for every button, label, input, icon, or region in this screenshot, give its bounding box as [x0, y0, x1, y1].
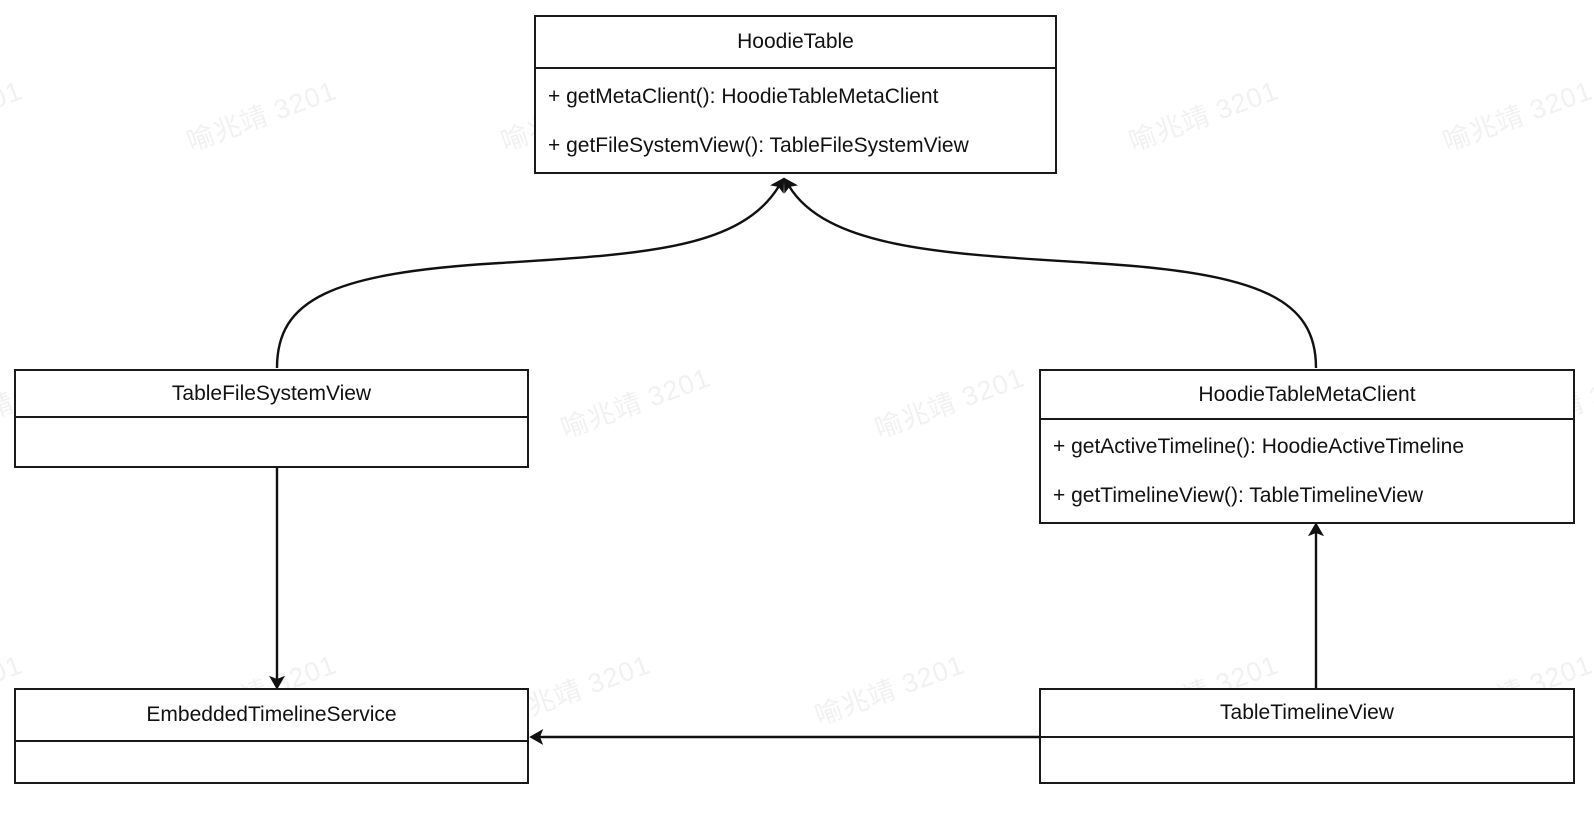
uml-class-hoodie-table[interactable]: HoodieTable + getMetaClient(): HoodieTab…	[534, 15, 1057, 174]
watermark-text: 喻兆靖 3201	[1439, 75, 1594, 158]
class-member: + getTimelineView(): TableTimelineView	[1053, 484, 1424, 507]
class-members-hoodie-table-meta-client: + getActiveTimeline(): HoodieActiveTimel…	[1041, 420, 1573, 522]
watermark-text: 喻兆靖 3201	[557, 362, 715, 445]
class-name-hoodie-table: HoodieTable	[536, 17, 1055, 69]
class-member: + getFileSystemView(): TableFileSystemVi…	[548, 133, 969, 157]
class-members-embedded-timeline-service	[16, 742, 527, 782]
edge-htmc-to-hoodie-table	[783, 177, 1318, 369]
uml-class-hoodie-table-meta-client[interactable]: HoodieTableMetaClient + getActiveTimelin…	[1039, 369, 1575, 524]
uml-class-table-file-system-view[interactable]: TableFileSystemView	[14, 369, 529, 468]
watermark-text: 喻兆靖 3201	[1125, 75, 1283, 158]
class-member: + getMetaClient(): HoodieTableMetaClient	[548, 84, 939, 108]
watermark-text: 喻兆靖 3201	[811, 649, 969, 732]
watermark-text: 喻兆靖 3201	[871, 362, 1029, 445]
class-members-table-timeline-view	[1041, 738, 1573, 782]
edge-tfsv-to-hoodie-table	[275, 177, 785, 369]
uml-class-table-timeline-view[interactable]: TableTimelineView	[1039, 688, 1575, 784]
class-name-table-timeline-view: TableTimelineView	[1041, 690, 1573, 738]
class-name-embedded-timeline-service: EmbeddedTimelineService	[16, 690, 527, 742]
watermark-text: 喻兆靖 3201	[183, 75, 341, 158]
class-members-table-file-system-view	[16, 418, 527, 466]
class-member: + getActiveTimeline(): HoodieActiveTimel…	[1053, 435, 1465, 458]
class-name-hoodie-table-meta-client: HoodieTableMetaClient	[1041, 371, 1573, 420]
class-name-table-file-system-view: TableFileSystemView	[16, 371, 527, 418]
uml-class-embedded-timeline-service[interactable]: EmbeddedTimelineService	[14, 688, 529, 784]
watermark-text: 喻兆靖 3201	[0, 75, 27, 157]
class-members-hoodie-table: + getMetaClient(): HoodieTableMetaClient…	[536, 69, 1055, 172]
